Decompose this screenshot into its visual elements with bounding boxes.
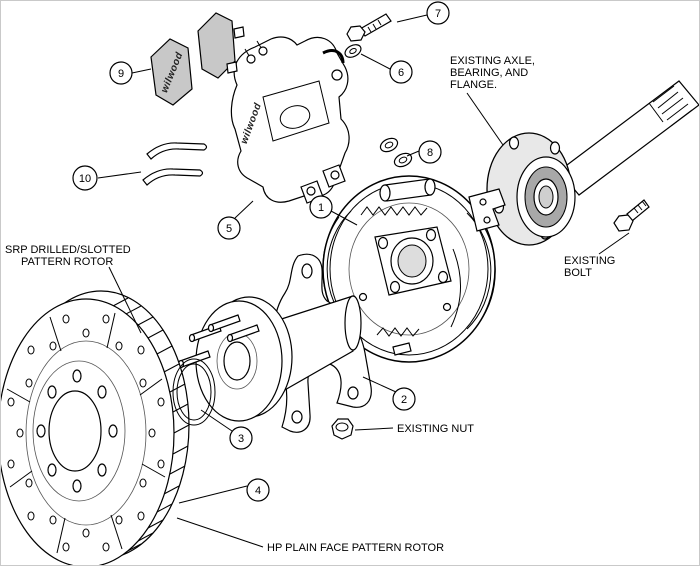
parking-brake-assembly [322,175,506,363]
callout-1 [309,195,333,219]
svg-text:6: 6 [398,67,404,79]
existing-nut [331,418,354,440]
svg-text:8: 8 [427,147,433,159]
pad-clip [146,142,208,160]
existing-bolt [613,199,650,232]
svg-text:BOLT: BOLT [564,267,592,279]
o-ring [172,358,216,426]
callouts: 1 2 3 4 5 6 7 8 9 10 [72,1,450,504]
bleed-screw [258,46,268,56]
svg-text:4: 4 [255,485,261,497]
rotor-slots [6,312,166,554]
callout-9 [109,61,133,85]
caliper: wilwood [230,36,350,204]
svg-text:7: 7 [435,8,441,20]
svg-text:FLANGE.: FLANGE. [450,79,497,91]
label-srp-rotor: SRP DRILLED/SLOTTED [5,244,131,256]
callout-3 [229,426,253,450]
axle-retainer-bracket [468,188,506,232]
svg-text:9: 9 [118,68,124,80]
rotor-drilled-holes [7,314,165,552]
callout-4 [246,478,270,502]
mount-washers [379,137,413,168]
banjo-bolt [346,13,392,42]
callout-2 [392,387,416,411]
brake-pad-friction [150,38,193,106]
fluid-inlet [331,69,343,81]
rotor-hat-holes [36,369,118,493]
label-hp-rotor: HP PLAIN FACE PATTERN ROTOR [267,542,444,554]
svg-text:2: 2 [401,394,407,406]
callout-5 [217,216,241,240]
pad-clip [142,168,204,186]
svg-text:1: 1 [318,202,324,214]
svg-text:10: 10 [79,173,91,185]
crush-washer [344,44,362,58]
callout-6 [389,60,413,84]
svg-text:PATTERN ROTOR: PATTERN ROTOR [21,256,113,268]
crossover-tube [322,49,345,64]
callout-8 [418,140,442,164]
callout-10 [72,165,98,191]
axle-assembly [486,80,699,246]
brake-pads: wilwood [150,12,245,106]
hub-adapter [177,295,362,422]
label-existing-nut: EXISTING NUT [397,423,474,435]
svg-text:5: 5 [226,223,232,235]
bleed-screw [246,54,256,64]
pad-clips [142,142,208,186]
callout-7 [426,1,450,25]
text-labels: EXISTING AXLE, BEARING, AND FLANGE. EXIS… [5,55,630,554]
label-existing-axle: EXISTING AXLE, [450,55,535,67]
rotor [1,290,190,565]
label-existing-bolt: EXISTING [564,255,615,267]
svg-text:BEARING, AND: BEARING, AND [450,67,528,79]
rotor-vanes [112,297,190,553]
brake-pad-backing [197,12,236,79]
svg-text:3: 3 [238,433,244,445]
